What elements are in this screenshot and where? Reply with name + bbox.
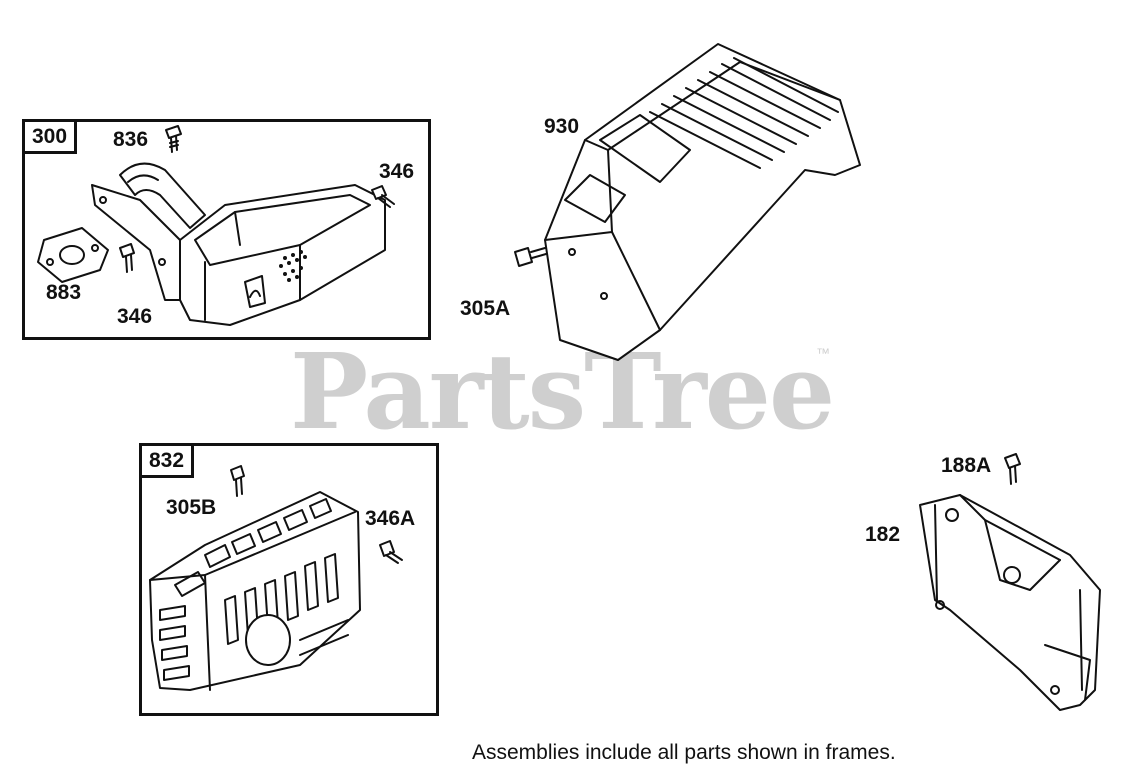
- callout-836: 836: [113, 128, 149, 151]
- callout-883: 883: [46, 281, 82, 304]
- guard-assembly-frame: 832: [139, 443, 439, 716]
- callout-346a: 346A: [365, 507, 416, 530]
- callout-930: 930: [544, 115, 580, 138]
- muffler-guard-drawing: [149, 465, 403, 691]
- callout-188a: 188A: [941, 454, 992, 477]
- trademark-symbol: ™: [816, 345, 830, 361]
- callout-182: 182: [865, 523, 901, 546]
- muffler-assembly-frame: 300: [22, 119, 431, 340]
- bracket-drawing: [919, 453, 1101, 711]
- callout-346-lower: 346: [117, 305, 153, 328]
- callout-305b: 305B: [166, 496, 217, 519]
- assemblies-note: Assemblies include all parts shown in fr…: [472, 741, 896, 764]
- frame-number-300: 300: [22, 119, 78, 154]
- callout-305a: 305A: [460, 297, 511, 320]
- frame-number-832: 832: [139, 443, 195, 478]
- muffler-drawing: [37, 125, 395, 326]
- callout-346-upper: 346: [379, 160, 415, 183]
- cover-drawing: [514, 43, 861, 361]
- partstree-watermark: PartsTree: [290, 330, 835, 453]
